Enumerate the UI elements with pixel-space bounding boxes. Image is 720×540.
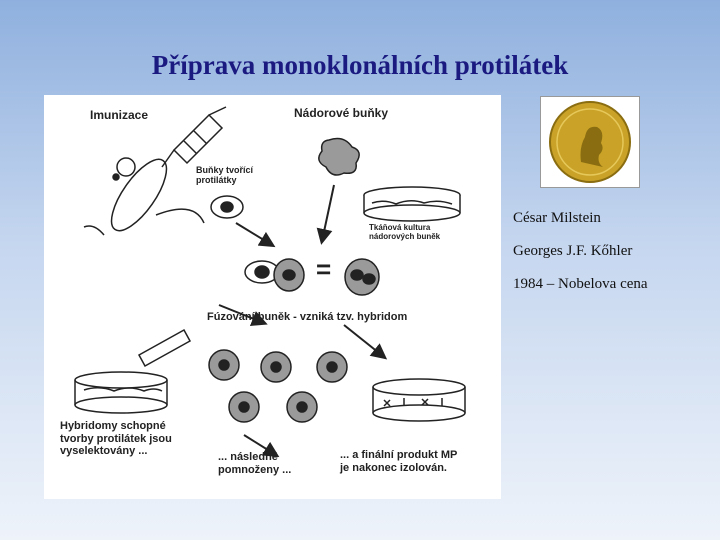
label-final: ... a finální produkt MP je nakonec izol… — [340, 449, 458, 474]
nobel-medal-image — [540, 96, 640, 188]
monoclonal-antibody-diagram: Imunizace Nádorové buňky Buňky tvořící p… — [44, 95, 501, 499]
diagram-illustration — [74, 106, 466, 458]
petri-dish-icon — [74, 371, 168, 414]
laureate-2: Georges J.F. Kőhler — [513, 243, 633, 259]
antibody-cell — [210, 195, 244, 219]
tumor-cell — [318, 137, 360, 176]
laureate-1: César Milstein — [513, 210, 601, 226]
petri-dish-icon — [363, 186, 461, 222]
label-multiplied: ... následně pomnoženy ... — [218, 451, 292, 476]
equals-sign: = — [316, 254, 332, 284]
fused-cells — [244, 258, 380, 296]
hybridoma-cells — [208, 349, 348, 423]
petri-dish-icon — [372, 378, 466, 422]
label-antibody-cells: Buňky tvořící protilátky — [196, 165, 254, 186]
syringe-icon — [137, 328, 192, 368]
label-immunization: Imunizace — [90, 108, 149, 122]
syringe-icon — [161, 106, 227, 168]
label-selected: Hybridomy schopné tvorby protilátek jsou… — [60, 420, 172, 458]
mouse-icon — [83, 157, 205, 236]
slide-title: Příprava monoklonálních protilátek — [151, 50, 569, 80]
label-tumor-cells: Nádorové buňky — [294, 106, 389, 120]
award-text: 1984 – Nobelova cena — [513, 276, 648, 292]
label-tumor-culture: Tkáňová kultura nádorových buněk — [369, 223, 441, 242]
label-fusion: Fúzování buněk - vzniká tzv. hybridom — [207, 311, 408, 323]
